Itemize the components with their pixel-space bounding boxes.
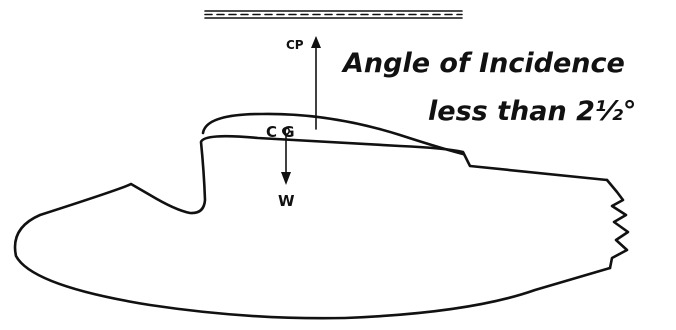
cp-arrow xyxy=(311,36,321,130)
wing-aerofoil xyxy=(201,112,465,156)
cg-label: C G xyxy=(266,123,295,141)
cg-circle xyxy=(281,127,290,136)
weight-label: W xyxy=(278,192,295,210)
cp-label: CP xyxy=(286,38,304,52)
weight-arrow xyxy=(281,135,291,185)
fuselage-break-line xyxy=(605,178,630,270)
caption-line-2: less than 2½° xyxy=(428,96,636,127)
caption-line-1: Angle of Incidence xyxy=(341,48,625,79)
reference-line xyxy=(204,10,463,19)
fuselage-outline xyxy=(13,134,612,320)
